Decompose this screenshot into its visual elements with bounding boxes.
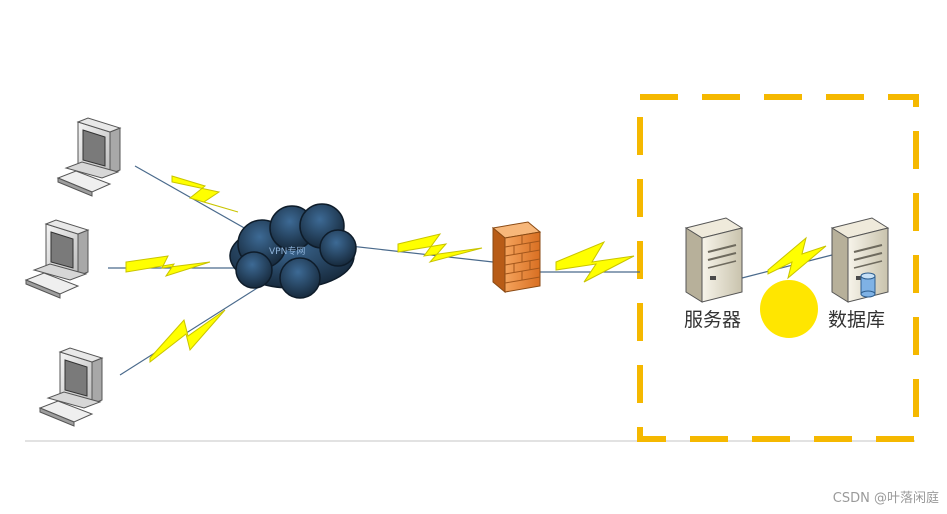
- connection-links: [108, 165, 833, 376]
- lightning-bolt-icon: [555, 240, 635, 283]
- server-zone-border: [637, 94, 919, 442]
- database-node: 数据库: [828, 217, 889, 331]
- server-icon: [685, 217, 743, 303]
- database-label: 数据库: [828, 309, 885, 331]
- server-node: 服务器: [684, 217, 743, 331]
- computer-icon: [25, 219, 89, 299]
- cloud-label: VPN专网: [269, 245, 305, 257]
- watermark: CSDN @叶落闲庭: [832, 491, 939, 506]
- vpn-cloud: VPN专网: [229, 203, 357, 299]
- computer-3: [39, 347, 103, 427]
- lightning-bolts: [125, 175, 827, 364]
- firewall-icon: [491, 221, 542, 294]
- computer-2: [25, 219, 89, 299]
- firewall: [491, 221, 542, 294]
- computer-icon: [57, 117, 121, 197]
- cloud-icon: [229, 203, 357, 299]
- lightning-bolt-icon: [149, 309, 226, 364]
- highlight-dot: [760, 280, 818, 338]
- server-label: 服务器: [684, 309, 741, 331]
- lightning-bolt-icon: [767, 236, 827, 280]
- computer-1: [57, 117, 121, 197]
- database-server-icon: [831, 217, 889, 303]
- lightning-bolt-icon: [125, 255, 211, 277]
- computer-icon: [39, 347, 103, 427]
- lightning-bolt-icon: [397, 233, 483, 263]
- database-cylinder-icon: [860, 272, 876, 298]
- lightning-bolt-icon: [171, 175, 239, 213]
